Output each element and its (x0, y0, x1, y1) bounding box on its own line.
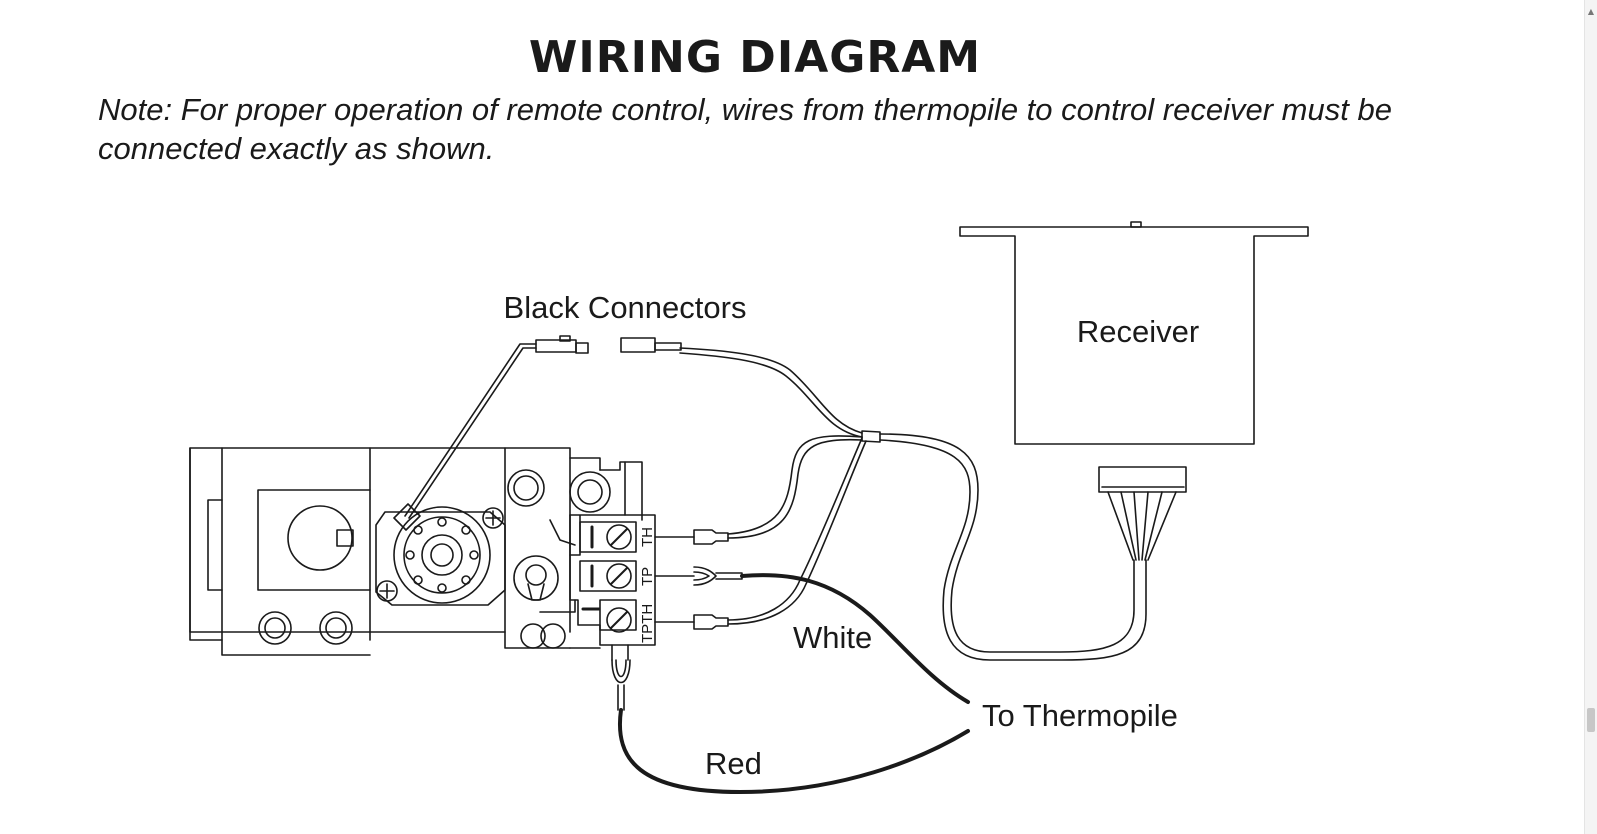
note-text: Note: For proper operation of remote con… (98, 92, 1392, 166)
black-connectors-label: Black Connectors (504, 290, 747, 325)
red-wire-label: Red (705, 746, 762, 781)
terminal-th-label: TH (639, 527, 656, 547)
chevron-up-icon[interactable]: ▲ (1587, 7, 1595, 16)
spade-connectors (611, 529, 743, 711)
white-wire-label: White (793, 620, 872, 655)
vertical-scrollbar[interactable]: ▲ (1584, 0, 1597, 834)
scrollbar-thumb[interactable] (1587, 708, 1595, 732)
terminal-tp-label: TP (639, 567, 656, 586)
page-title: WIRING DIAGRAM (528, 32, 982, 83)
black-connectors (404, 335, 682, 519)
terminal-tpth-label: TPTH (639, 604, 656, 643)
terminal-block (569, 514, 695, 646)
receiver-label: Receiver (1077, 314, 1199, 349)
receiver-box (879, 221, 1309, 661)
thermopile-label: To Thermopile (982, 698, 1178, 733)
wire-harness (679, 347, 881, 625)
thermopile-wires (618, 573, 970, 794)
gas-valve (189, 447, 643, 656)
